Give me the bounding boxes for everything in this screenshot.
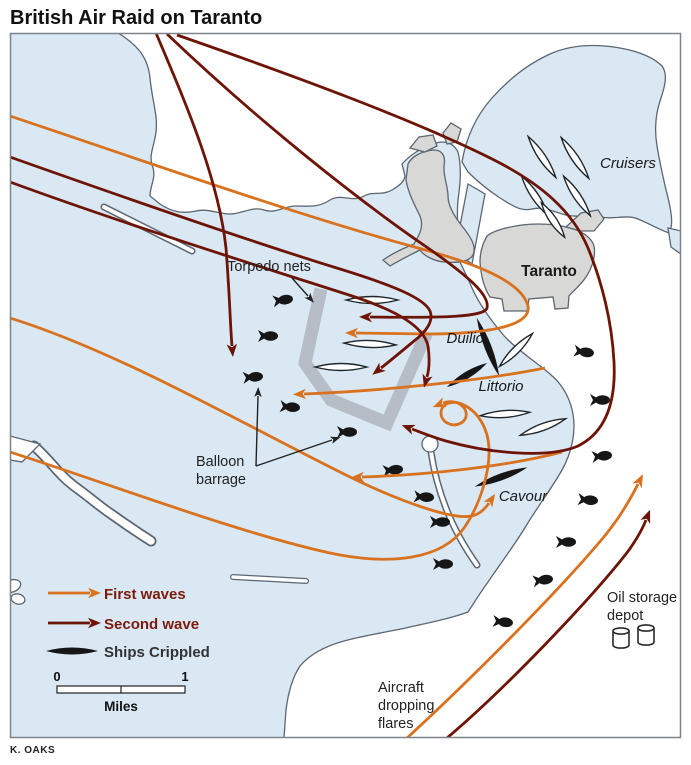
map-labels: Cruisers Taranto Torpedo nets Duilio Lit… [196, 155, 677, 732]
cruisers-label: Cruisers [600, 155, 656, 172]
oil-barrel-icon [612, 627, 630, 649]
legend-second-wave-label: Second wave [104, 616, 199, 633]
scale-bar: 0 1 Miles [53, 669, 188, 714]
map-frame [9, 32, 682, 739]
second-wave-path [176, 33, 616, 455]
second-wave-path [154, 33, 238, 357]
second-wave-path [10, 180, 433, 388]
torpedo-net-barrier [298, 287, 433, 432]
south-breakwater [429, 450, 479, 567]
second-wave-path [10, 155, 433, 375]
duilio-label: Duilio [446, 330, 484, 347]
balloon-pointer-right [255, 436, 341, 467]
first-wave-path [351, 450, 563, 483]
torpedo-net-pointer [291, 277, 314, 303]
annotation-arrows [254, 277, 341, 467]
taranto-label: Taranto [521, 263, 577, 280]
scale-start-label: 0 [53, 669, 60, 684]
second-wave-path [166, 33, 489, 323]
scale-end-label: 1 [181, 669, 188, 684]
taranto-city-area [479, 223, 596, 312]
oil-barrel-icon [637, 624, 655, 646]
scale-unit-label: Miles [104, 699, 138, 714]
oil-depot-label-1: Oil storage [607, 590, 677, 606]
legend: First waves Second wave Ships Crippled [46, 586, 210, 661]
map-content: Cruisers Taranto Torpedo nets Duilio Lit… [10, 33, 681, 738]
first-wave-path [10, 114, 530, 339]
cavour-label: Cavour [499, 488, 548, 505]
flares-label-2: dropping [378, 698, 434, 714]
first-wave-path [10, 397, 491, 561]
town-patch-1 [408, 134, 438, 153]
flares-label-3: flares [378, 716, 413, 732]
page-title: British Air Raid on Taranto [10, 7, 262, 29]
east-inlet-water [667, 227, 681, 255]
oil-depot-label-2: depot [607, 608, 643, 624]
second-wave-arrows [10, 33, 651, 738]
torpedo-nets-label: Torpedo nets [227, 259, 311, 275]
second-wave-flare-path [446, 509, 651, 738]
flares-label-1: Aircraft [378, 680, 424, 696]
legend-ships-crippled-label: Ships Crippled [104, 644, 210, 661]
islet-1 [10, 578, 22, 594]
moored-ship [314, 362, 368, 372]
balloon-barrage-label-1: Balloon [196, 454, 244, 470]
littorio-label: Littorio [478, 378, 523, 395]
balloon-barrage-label-2: barrage [196, 472, 246, 488]
legend-first-waves-label: First waves [104, 586, 186, 603]
credit-line: K. OAKS [10, 745, 55, 756]
small-breakwater [231, 575, 308, 583]
first-wave-flare-path [406, 474, 643, 738]
first-wave-arrows [10, 114, 643, 738]
urban-areas [381, 122, 605, 312]
balloon-pointer-up [254, 387, 262, 467]
